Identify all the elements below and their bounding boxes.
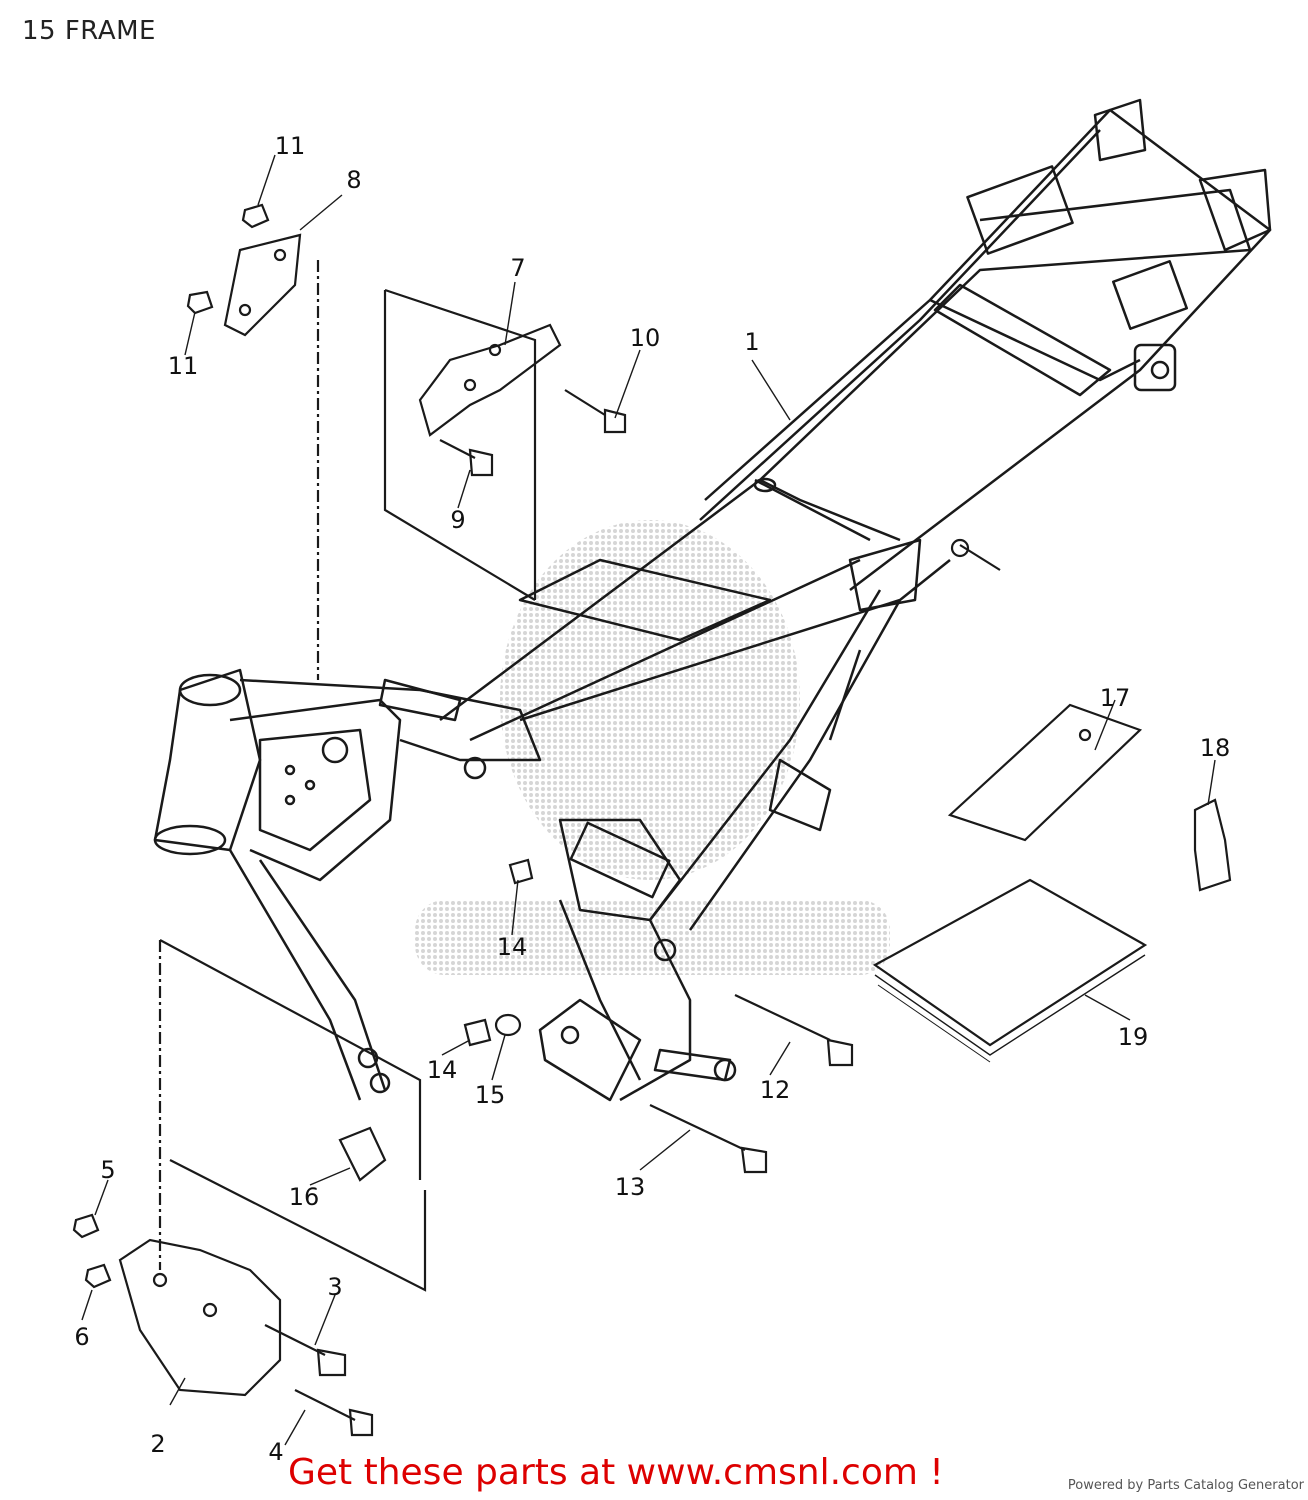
small-parts (72, 203, 1232, 1437)
cta-link[interactable]: Get these parts at www.cmsnl.com ! (288, 1452, 944, 1493)
callout-19: 19 (1118, 1023, 1149, 1051)
cover-16 (338, 1126, 387, 1182)
leader-lines (81, 154, 1216, 1446)
callout-3: 3 (327, 1273, 342, 1301)
bracket-7 (418, 323, 562, 437)
nut-14-upper (508, 858, 534, 885)
callout-6: 6 (74, 1323, 89, 1351)
callout-14-upper: 14 (497, 933, 528, 961)
callout-9: 9 (450, 506, 465, 534)
plate-17 (947, 703, 1143, 842)
callout-12: 12 (760, 1076, 791, 1104)
bracket-2 (118, 1238, 282, 1397)
callout-1: 1 (744, 328, 759, 356)
nut-11-bottom (186, 290, 214, 315)
callout-10: 10 (630, 324, 661, 352)
callout-17: 17 (1100, 684, 1131, 712)
clip-18 (1193, 798, 1232, 892)
nut-14 (463, 1018, 492, 1047)
bolt-10-head (603, 408, 627, 434)
nut-5 (72, 1213, 100, 1239)
callout-2: 2 (150, 1430, 165, 1458)
manual-19 (872, 878, 1148, 1047)
callout-13: 13 (615, 1173, 646, 1201)
bolt-10-shaft (564, 389, 606, 416)
page-title: 15 FRAME (22, 16, 156, 46)
nut-6 (84, 1263, 112, 1289)
nut-11-top (241, 203, 270, 229)
callout-18: 18 (1200, 734, 1231, 762)
main-frame (153, 98, 1272, 1102)
callout-14-lower: 14 (427, 1056, 458, 1084)
callout-11-top: 11 (275, 132, 306, 160)
bracket-8 (223, 233, 302, 337)
callout-5: 5 (100, 1156, 115, 1184)
callout-7: 7 (510, 254, 525, 282)
powered-by-note: Powered by Parts Catalog Generator (1067, 1478, 1304, 1493)
watermark-logo (415, 520, 890, 975)
callout-4: 4 (268, 1438, 283, 1466)
collar-15 (494, 1013, 522, 1037)
callout-8: 8 (346, 166, 361, 194)
callout-labels: 1 2 3 4 5 6 7 8 9 10 11 11 12 13 14 14 1… (74, 132, 1230, 1466)
callout-15: 15 (475, 1081, 506, 1109)
callout-11-bottom: 11 (168, 352, 199, 380)
callout-16: 16 (289, 1183, 320, 1211)
